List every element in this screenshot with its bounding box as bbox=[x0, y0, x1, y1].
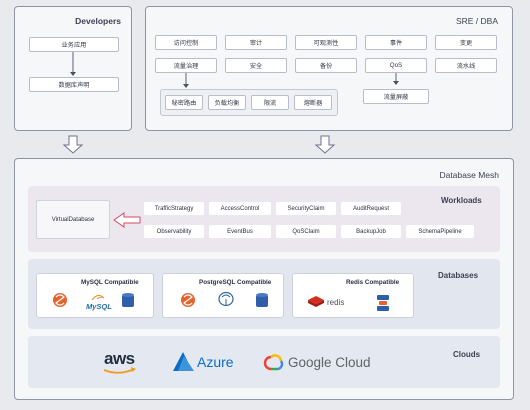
sub-load-balance[interactable]: 负载均衡 bbox=[208, 95, 246, 110]
sre-pipeline[interactable]: 流水线 bbox=[435, 58, 497, 73]
wl-security-claim[interactable]: SecurityClaim bbox=[276, 202, 336, 215]
redis-compatible-title: Redis Compatible bbox=[346, 279, 400, 286]
sre-observability[interactable]: 可观测性 bbox=[295, 35, 357, 50]
sre-access-control[interactable]: 访问控制 bbox=[155, 35, 217, 50]
workloads-title: Workloads bbox=[441, 196, 482, 205]
clouds-title: Clouds bbox=[453, 350, 481, 359]
aws-logo: aws bbox=[104, 349, 135, 368]
sre-event[interactable]: 事件 bbox=[365, 35, 427, 50]
databases-title: Databases bbox=[438, 271, 479, 280]
mysql-compatible-title: MySQL Compatible bbox=[81, 279, 139, 286]
mysql-logo: MySQL bbox=[86, 302, 112, 311]
developers-panel: Developers 业务应用 数据库声明 bbox=[14, 6, 132, 131]
postgresql-compatible-title: PostgreSQL Compatible bbox=[199, 279, 272, 286]
wl-observability[interactable]: Observability bbox=[144, 225, 204, 238]
db-declaration-box[interactable]: 数据库声明 bbox=[29, 77, 119, 92]
wl-traffic-strategy[interactable]: TrafficStrategy bbox=[144, 202, 204, 215]
azure-logo: Azure bbox=[197, 354, 234, 370]
sre-audit[interactable]: 审计 bbox=[225, 35, 287, 50]
sub-traffic-shield[interactable]: 流量屏蔽 bbox=[363, 89, 429, 104]
redis-logo: redis bbox=[327, 298, 345, 307]
sre-dba-title: SRE / DBA bbox=[455, 16, 498, 26]
wl-qos-claim[interactable]: QoSClaim bbox=[276, 225, 336, 238]
wl-access-control[interactable]: AccessControl bbox=[209, 202, 271, 215]
sre-backup[interactable]: 备份 bbox=[295, 58, 357, 73]
wl-schema-pipeline[interactable]: SchemaPipeline bbox=[406, 225, 474, 238]
wl-event-bus[interactable]: EventBus bbox=[209, 225, 271, 238]
sre-security[interactable]: 安全 bbox=[225, 58, 287, 73]
virtual-database-box[interactable]: VirtualDatabase bbox=[36, 200, 110, 239]
database-mesh-title: Database Mesh bbox=[439, 170, 499, 180]
sub-secret-routing[interactable]: 秘密路由 bbox=[165, 95, 203, 110]
sre-change[interactable]: 变更 bbox=[435, 35, 497, 50]
developers-title: Developers bbox=[75, 16, 121, 26]
sub-rate-limit[interactable]: 限流 bbox=[251, 95, 289, 110]
redis-compatible-card[interactable]: Redis Compatible bbox=[292, 273, 414, 318]
sre-qos[interactable]: QoS bbox=[365, 58, 427, 73]
wl-audit-request[interactable]: AuditRequest bbox=[341, 202, 401, 215]
sub-circuit-breaker[interactable]: 熔断器 bbox=[294, 95, 332, 110]
sre-traffic-governance[interactable]: 流量治理 bbox=[155, 58, 217, 73]
business-app-box[interactable]: 业务应用 bbox=[29, 37, 119, 52]
google-cloud-logo: Google Cloud bbox=[288, 355, 371, 370]
wl-backup-job[interactable]: BackupJob bbox=[341, 225, 401, 238]
